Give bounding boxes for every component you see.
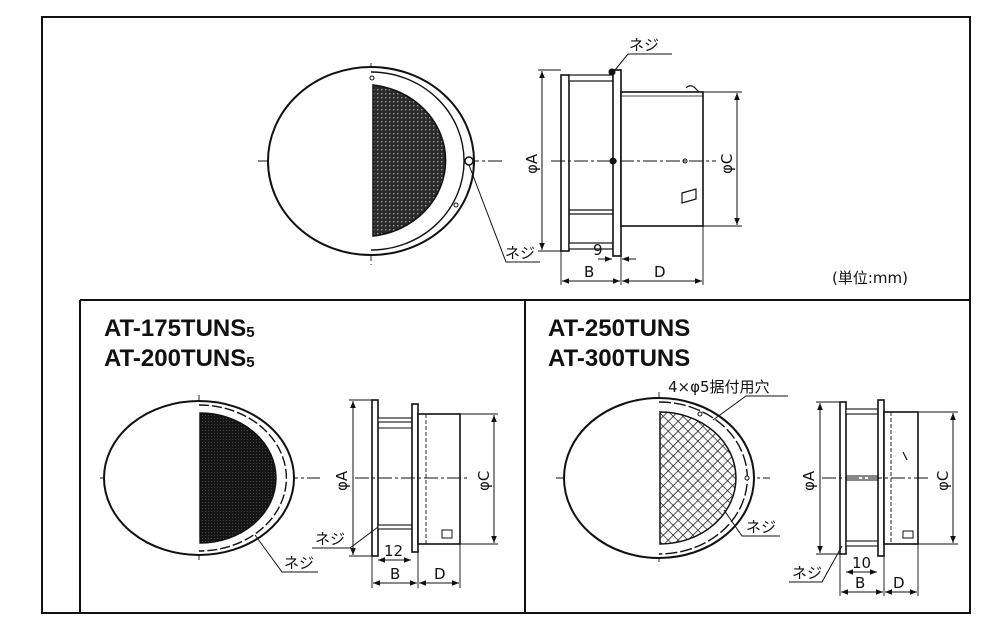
left-model-2: AT-200TUNS5 xyxy=(104,345,255,372)
right-side-view xyxy=(789,399,958,596)
left-phi-c-label: φC xyxy=(475,471,493,491)
top-side-view xyxy=(538,53,742,285)
right-screw-label-side: ネジ xyxy=(792,564,822,582)
left-front-view xyxy=(100,395,320,573)
top-dim-9: 9 xyxy=(593,241,603,259)
top-screw-label-front: ネジ xyxy=(505,244,535,262)
left-dim-d: D xyxy=(434,565,446,583)
unit-label: (単位:mm) xyxy=(832,269,908,287)
left-model-1: AT-175TUNS5 xyxy=(104,315,255,342)
top-dim-d: D xyxy=(654,263,666,281)
right-screw-label-front: ネジ xyxy=(746,518,776,536)
right-model-2: AT-300TUNS xyxy=(548,345,690,372)
left-dim-12: 12 xyxy=(384,542,403,560)
top-phi-c-label: φC xyxy=(718,154,736,174)
top-front-view: ネジ xyxy=(258,63,540,265)
drawing-frame xyxy=(41,16,971,614)
top-phi-a-label: φA xyxy=(523,153,541,174)
right-model-1: AT-250TUNS xyxy=(548,315,690,342)
right-mount-holes-label: 4×φ5据付用穴 xyxy=(668,378,770,396)
left-phi-a-label: φA xyxy=(333,470,351,491)
right-phi-c-label: φC xyxy=(934,471,952,491)
top-screw-label-side: ネジ xyxy=(629,36,659,54)
right-dim-d: D xyxy=(893,574,905,592)
right-front-view xyxy=(556,392,788,562)
left-screw-label-front: ネジ xyxy=(284,554,314,572)
left-side-view xyxy=(312,399,498,588)
top-dim-b: B xyxy=(584,263,594,281)
right-dim-b: B xyxy=(855,574,865,592)
right-phi-a-label: φA xyxy=(800,470,818,491)
left-dim-b: B xyxy=(390,565,400,583)
right-dim-10: 10 xyxy=(852,554,871,572)
left-screw-label-side: ネジ xyxy=(315,530,345,548)
